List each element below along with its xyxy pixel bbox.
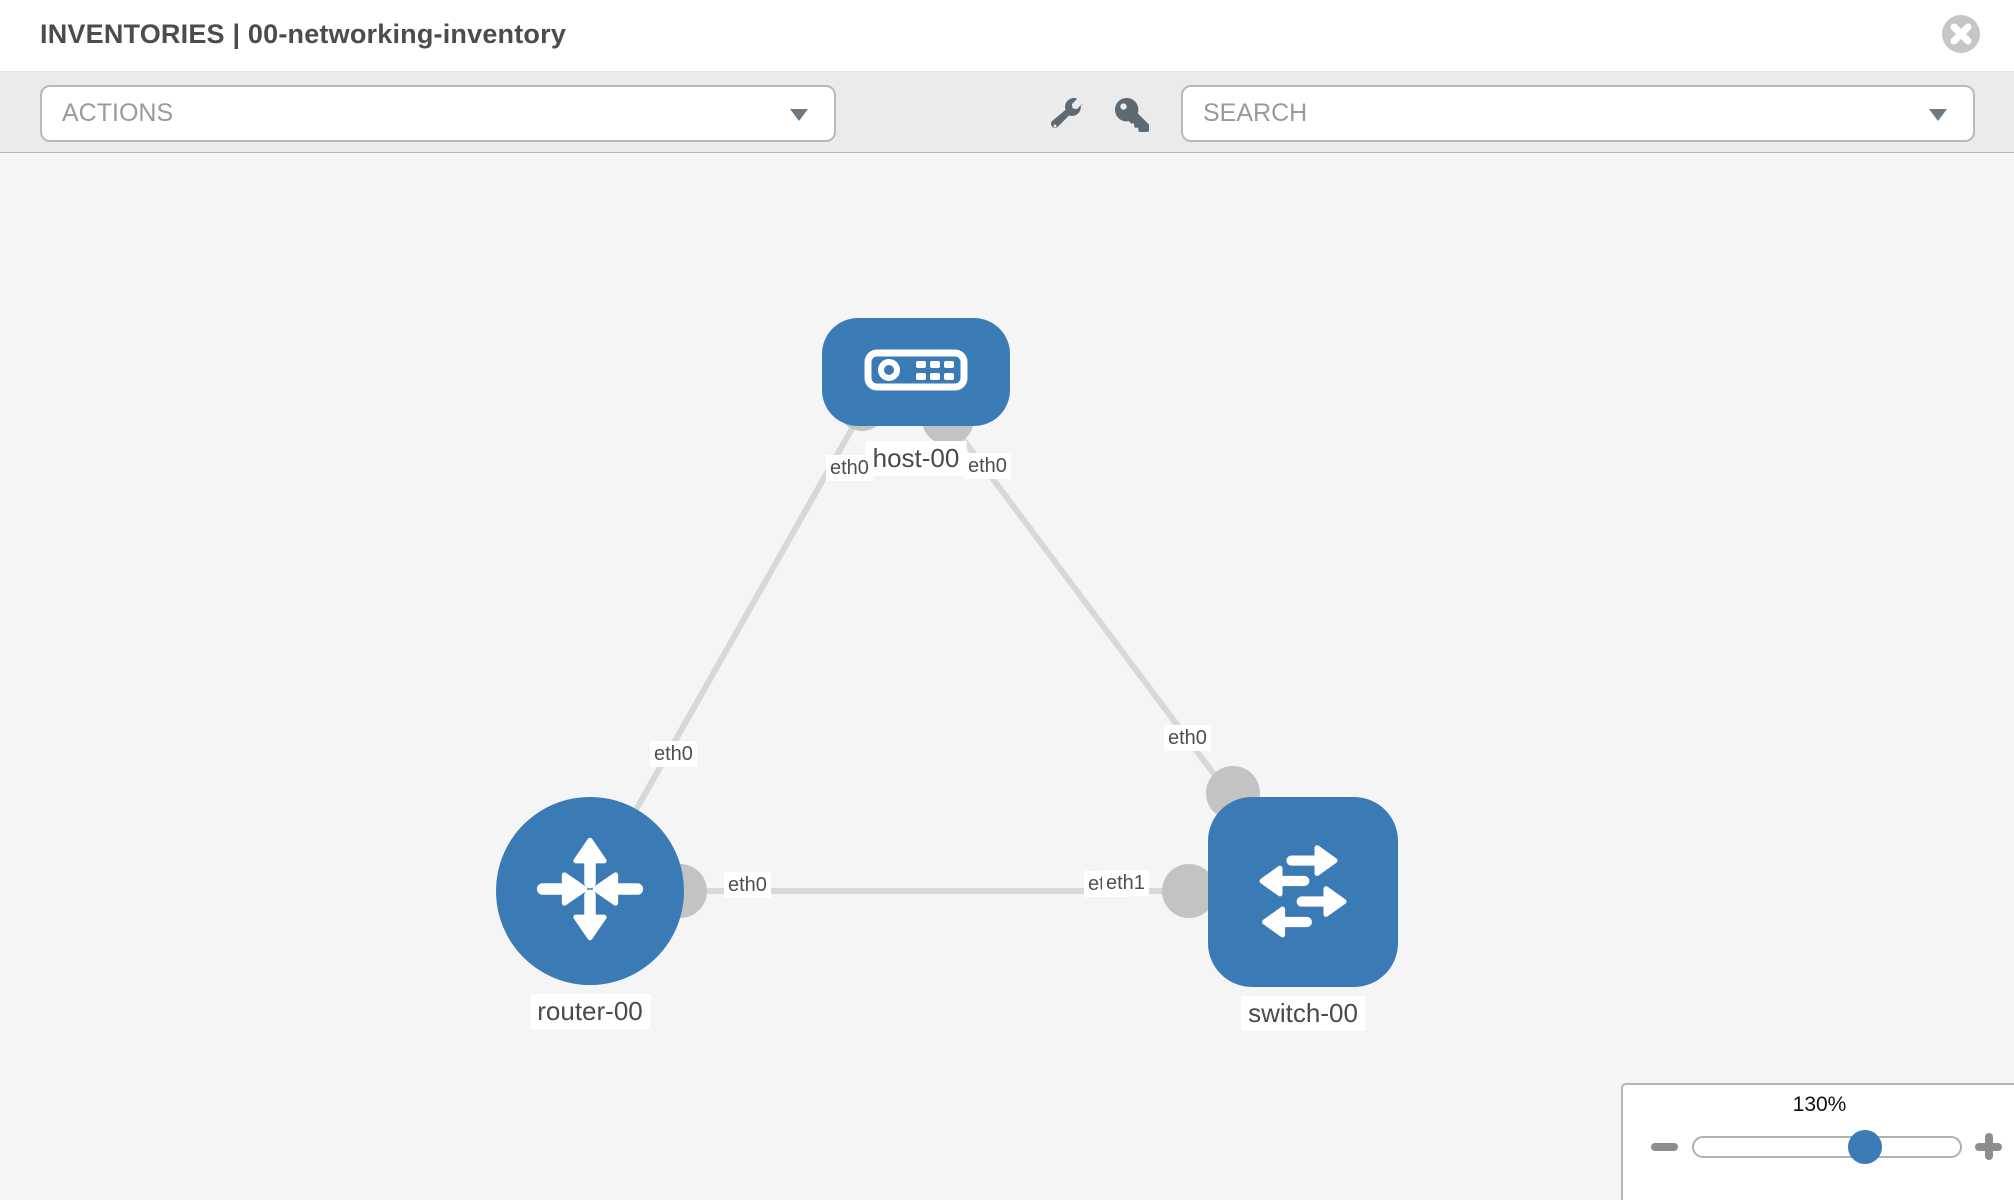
zoom-control-panel: 130% [1621, 1083, 2014, 1200]
links-layer [587, 383, 1306, 918]
zoom-slider-thumb[interactable] [1848, 1130, 1882, 1164]
interface-label-switch-eth0: eth0 [1164, 725, 1211, 751]
chevron-down-icon [1929, 109, 1947, 121]
actions-dropdown[interactable]: ACTIONS [40, 85, 836, 142]
chevron-down-icon [790, 109, 808, 121]
zoom-out-icon[interactable] [1651, 1143, 1678, 1151]
node-label-switch-00: switch-00 [1241, 996, 1365, 1031]
node-router-00[interactable] [496, 797, 684, 985]
actions-dropdown-label: ACTIONS [62, 99, 174, 127]
host-icon [864, 348, 968, 397]
search-placeholder: SEARCH [1203, 99, 1308, 127]
node-label-router-00: router-00 [530, 994, 650, 1029]
router-icon [526, 825, 654, 958]
zoom-in-icon[interactable] [1975, 1133, 2002, 1160]
interface-label-host-eth0-right: eth0 [964, 453, 1011, 479]
interface-label-host-eth0-left: eth0 [826, 455, 873, 481]
wrench-icon [1050, 98, 1083, 133]
close-button[interactable] [1941, 14, 1981, 54]
node-label-host-00: host-00 [865, 441, 967, 476]
zoom-slider-track[interactable] [1692, 1136, 1962, 1158]
interface-dot-switch-eth1[interactable] [1162, 864, 1216, 918]
close-icon [1941, 15, 1981, 57]
node-host-00[interactable] [822, 318, 1010, 426]
topology-canvas[interactable]: host-00 router-00 switch-00 eth0 eth0 et… [0, 153, 2014, 1200]
interface-label-host-router-eth0: eth0 [650, 741, 697, 767]
header-bar: INVENTORIES | 00-networking-inventory [0, 0, 2014, 72]
interface-label-router-eth0: eth0 [724, 872, 771, 898]
key-icon [1115, 98, 1149, 135]
search-dropdown[interactable]: SEARCH [1181, 85, 1975, 142]
interface-label-switch-eth1: eth1 [1102, 870, 1149, 896]
zoom-level-value: 130% [1792, 1093, 1847, 1116]
node-switch-00[interactable] [1208, 797, 1398, 987]
tools-button[interactable] [1050, 98, 1084, 132]
toolbar: ACTIONS SEARCH [0, 72, 2014, 153]
key-button[interactable] [1114, 98, 1150, 134]
switch-icon [1239, 826, 1367, 959]
page-title: INVENTORIES | 00-networking-inventory [40, 19, 567, 49]
